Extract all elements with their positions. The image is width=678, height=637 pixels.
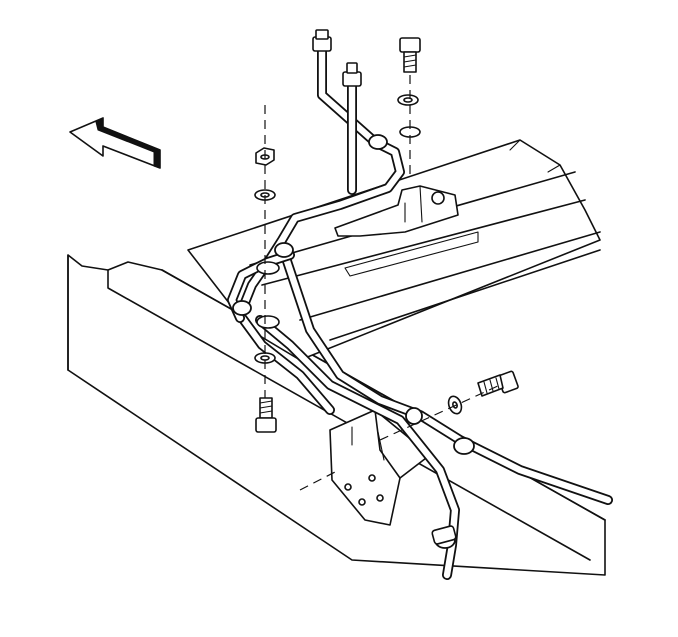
crossmember bbox=[187, 139, 601, 361]
centerline-right bbox=[379, 384, 501, 441]
centerline-lower bbox=[299, 471, 336, 491]
washer-upper bbox=[397, 94, 421, 138]
bolt-lower-left bbox=[255, 397, 277, 433]
direction-arrow-icon bbox=[69, 117, 161, 169]
upper-bracket bbox=[334, 185, 459, 237]
pipe-fitting-bottom bbox=[431, 525, 457, 545]
bolt-right bbox=[477, 370, 519, 397]
pipe-fitting-top-b bbox=[342, 62, 362, 87]
bolt-upper bbox=[399, 37, 421, 73]
pipe-fitting-top-a bbox=[312, 29, 332, 52]
